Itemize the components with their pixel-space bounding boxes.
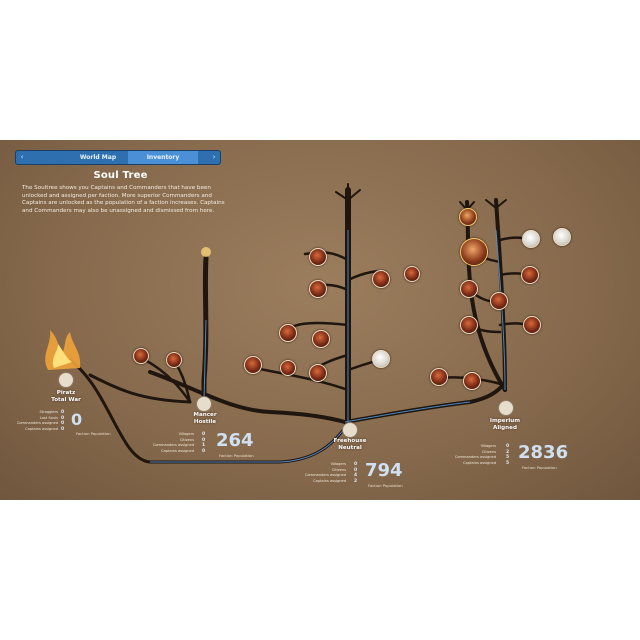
commander-portrait[interactable] xyxy=(459,208,477,226)
mancer-emblem-icon[interactable] xyxy=(196,396,212,412)
stat-value: 0 xyxy=(354,467,358,473)
faction-name-imperium: Imperium Aligned xyxy=(483,418,527,432)
stat-value: 0 xyxy=(61,421,65,427)
stat-value: 0 xyxy=(61,426,65,432)
stat-label: Commanders assigned xyxy=(454,455,496,460)
empty-slot-portrait[interactable] xyxy=(372,350,390,368)
stat-label: Captains assigned xyxy=(161,448,194,453)
stat-label: Captains assigned xyxy=(313,478,346,483)
empty-slot-portrait[interactable] xyxy=(522,230,540,248)
stat-value: 2 xyxy=(354,478,358,484)
faction-population: 2836 xyxy=(518,442,569,463)
stat-value: 0 xyxy=(202,448,206,454)
faction-population-label: Faction Population xyxy=(368,483,403,488)
faction-population: 794 xyxy=(365,460,403,481)
page-title: Soul Tree xyxy=(93,170,148,181)
stat-label: Stragglers xyxy=(39,410,59,414)
stat-label: Lost Souls xyxy=(39,415,58,420)
stat-value: 0 xyxy=(61,415,65,421)
stat-label: Citizens xyxy=(179,437,194,442)
faction-stat-labels: Villagers Citizens Commanders assigned C… xyxy=(302,462,346,484)
faction-status: Hostile xyxy=(193,419,217,425)
captain-portrait[interactable] xyxy=(523,316,541,334)
imperium-emblem-icon[interactable] xyxy=(498,400,514,416)
faction-title: Piratz xyxy=(56,390,76,396)
fire-icon xyxy=(45,330,81,370)
captain-portrait[interactable] xyxy=(312,330,330,348)
stat-label: Villagers xyxy=(330,462,346,466)
stat-label: Villagers xyxy=(178,432,194,436)
stat-value: 1 xyxy=(202,443,206,449)
stat-value: 5 xyxy=(506,455,510,461)
faction-stat-values: 0 0 1 0 xyxy=(202,432,205,454)
stat-value: 0 xyxy=(354,462,358,467)
faction-population: 0 xyxy=(71,410,83,429)
freehouse-emblem-icon[interactable] xyxy=(342,422,358,438)
pirate-emblem-icon[interactable] xyxy=(58,372,74,388)
stat-value: 5 xyxy=(506,460,510,466)
captain-portrait[interactable] xyxy=(463,372,481,390)
captain-portrait[interactable] xyxy=(280,360,296,376)
commander-portrait[interactable] xyxy=(460,238,488,266)
faction-stat-labels: Stragglers Lost Souls Commanders assigne… xyxy=(14,410,58,432)
faction-name-piratz: Piratz Total War xyxy=(44,390,88,404)
faction-stat-labels: Villagers Citizens Commanders assigned C… xyxy=(452,444,496,466)
captain-portrait[interactable] xyxy=(460,280,478,298)
faction-title: Imperium xyxy=(489,418,521,424)
captain-portrait[interactable] xyxy=(133,348,149,364)
faction-stat-values: 0 0 4 2 xyxy=(354,462,357,484)
commander-portrait[interactable] xyxy=(372,270,390,288)
stat-label: Commanders assigned xyxy=(152,443,194,448)
stat-value: 0 xyxy=(61,410,65,415)
faction-status: Neutral xyxy=(338,445,362,451)
captain-portrait[interactable] xyxy=(460,316,478,334)
captain-portrait[interactable] xyxy=(166,352,182,368)
tab-world-map[interactable]: World Map xyxy=(79,154,117,161)
faction-name-freehouse: Freehouse Neutral xyxy=(328,438,372,452)
faction-stat-values: 0 0 0 0 xyxy=(61,410,64,432)
commander-portrait[interactable] xyxy=(309,248,327,266)
stat-label: Captains assigned xyxy=(25,426,58,431)
captain-portrait[interactable] xyxy=(490,292,508,310)
captain-portrait[interactable] xyxy=(309,364,327,382)
tab-inventory[interactable]: Inventory xyxy=(128,151,198,164)
stat-value: 0 xyxy=(202,432,206,437)
chevron-left-icon[interactable]: ‹ xyxy=(20,153,24,161)
captain-portrait[interactable] xyxy=(430,368,448,386)
faction-population-label: Faction Population xyxy=(219,453,254,458)
soul-tree-screen: ‹ World Map Inventory › Soul Tree The So… xyxy=(0,140,640,500)
stat-value: 2 xyxy=(506,449,510,455)
top-tab-bar: ‹ World Map Inventory › xyxy=(16,151,220,164)
faction-title: Freehouse xyxy=(333,438,367,444)
faction-stat-labels: Villagers Citizens Commanders assigned C… xyxy=(150,432,194,454)
stat-label: Citizens xyxy=(481,449,496,454)
captain-portrait[interactable] xyxy=(244,356,262,374)
faction-population-label: Faction Population xyxy=(522,465,557,470)
faction-status: Total War xyxy=(51,397,81,403)
faction-name-mancer: Mancer Hostile xyxy=(183,412,227,426)
empty-slot-portrait[interactable] xyxy=(553,228,571,246)
faction-stat-values: 0 2 5 5 xyxy=(506,444,509,466)
captain-portrait[interactable] xyxy=(279,324,297,342)
faction-title: Mancer xyxy=(193,412,217,418)
chevron-right-icon[interactable]: › xyxy=(212,153,216,161)
commander-portrait[interactable] xyxy=(404,266,420,282)
faction-population-label: Faction Population xyxy=(76,431,111,436)
stat-label: Citizens xyxy=(331,467,346,472)
faction-status: Aligned xyxy=(493,425,517,431)
stat-label: Commanders assigned xyxy=(304,473,346,478)
stat-value: 0 xyxy=(506,444,510,449)
stat-value: 4 xyxy=(354,473,358,479)
commander-portrait[interactable] xyxy=(309,280,327,298)
description-text: The Soultree shows you Captains and Comm… xyxy=(22,185,225,214)
stat-value: 0 xyxy=(202,437,206,443)
stat-label: Captains assigned xyxy=(463,460,496,465)
stat-label: Villagers xyxy=(480,444,496,448)
faction-population: 264 xyxy=(216,430,254,451)
stat-label: Commanders assigned xyxy=(16,421,58,426)
commander-portrait[interactable] xyxy=(521,266,539,284)
